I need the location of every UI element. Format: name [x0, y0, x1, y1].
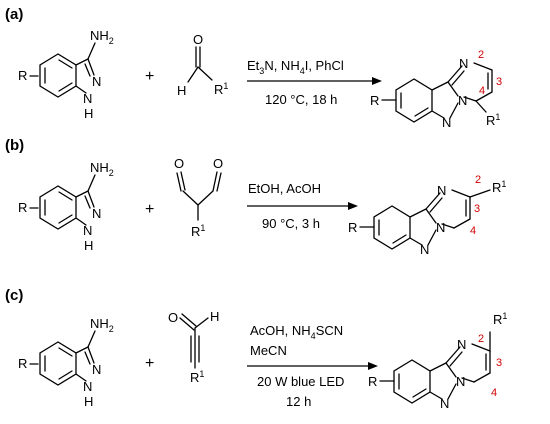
amino-group: NH2 [90, 160, 114, 178]
r-substituent: R [18, 200, 27, 215]
nh-nitrogen: N [83, 91, 92, 106]
conditions-line2: 90 °C, 3 h [262, 216, 320, 231]
panel-a: (a) NH2 R N N H + O H [5, 6, 502, 130]
panel-c: (c) NH2 R N N H + O [5, 287, 507, 411]
product-n-bridge: N [436, 220, 445, 235]
panel-label-c: (c) [5, 287, 23, 304]
conditions-line2: 120 °C, 18 h [265, 92, 337, 107]
arrow-head [348, 202, 358, 210]
position-3-label: 3 [496, 76, 502, 88]
product-r1: R1 [492, 179, 506, 195]
conditions-line3: 20 W blue LED [257, 374, 344, 389]
aldehyde-oxygen-1: O [174, 156, 184, 171]
conditions-c: AcOH, NH4SCN MeCN 20 W blue LED 12 h [247, 323, 378, 409]
aldehyde-hydrogen: H [177, 83, 186, 98]
product-a: N N N R R1 2 3 4 [370, 49, 502, 130]
position-3-label: 3 [496, 357, 502, 369]
position-4-label: 4 [470, 225, 476, 237]
ring-nitrogen: N [92, 206, 101, 221]
conditions-line2: MeCN [250, 343, 287, 358]
r1-substituent: R1 [190, 369, 204, 385]
product-n2: N [440, 396, 449, 411]
product-n-bridge: N [458, 93, 467, 108]
position-4-label: 4 [479, 85, 485, 97]
r1-substituent: R1 [191, 223, 205, 239]
product-r: R [370, 93, 379, 108]
carbonyl-oxygen: O [193, 32, 203, 47]
aldehyde-oxygen-2: O [213, 156, 223, 171]
reactant-aminoindazole-a: NH2 R N N H [18, 28, 114, 121]
product-r: R [348, 220, 357, 235]
aldehyde-hydrogen: H [210, 309, 219, 324]
nh-nitrogen: N [83, 223, 92, 238]
reactant-aminoindazole-c: NH2 R N N H [18, 316, 114, 409]
conditions-line1: Et3N, NH4I, PhCl [247, 58, 344, 76]
reactant-malonaldehyde: O O R1 [174, 156, 223, 239]
r-substituent: R [18, 356, 27, 371]
conditions-b: EtOH, AcOH 90 °C, 3 h [247, 181, 358, 231]
product-r1: R1 [493, 311, 507, 327]
arrow-head [372, 77, 382, 85]
reactant-ynal: O H R1 [168, 309, 219, 385]
conditions-line4: 12 h [286, 394, 311, 409]
product-n2: N [442, 115, 451, 130]
nh-hydrogen: H [84, 238, 93, 253]
plus-sign: + [145, 201, 154, 218]
position-2-label: 2 [475, 174, 481, 186]
panel-b: (b) NH2 R N N H + [5, 137, 506, 257]
product-r: R [368, 374, 377, 389]
product-c: N N N R R1 2 3 4 [368, 311, 507, 411]
nh-nitrogen: N [83, 379, 92, 394]
product-n1: N [457, 337, 466, 352]
amino-group: NH2 [90, 316, 114, 334]
plus-sign: + [145, 355, 154, 372]
reactant-aldehyde-a: O H R1 [177, 32, 228, 98]
r1-substituent: R1 [214, 81, 228, 97]
reactant-aminoindazole-b: NH2 R N N H [18, 160, 114, 253]
ring-nitrogen: N [92, 74, 101, 89]
product-n-bridge: N [456, 374, 465, 389]
product-n1: N [437, 183, 446, 198]
conditions-a: Et3N, NH4I, PhCl 120 °C, 18 h [247, 58, 382, 107]
amino-group: NH2 [90, 28, 114, 46]
position-4-label: 4 [491, 387, 497, 399]
product-b: N N N R R1 2 3 4 [348, 174, 506, 257]
position-3-label: 3 [474, 203, 480, 215]
r-substituent: R [18, 68, 27, 83]
arrow-head [368, 362, 378, 370]
position-2-label: 2 [478, 333, 484, 345]
panel-label-b: (b) [5, 137, 24, 154]
position-2-label: 2 [478, 49, 484, 61]
conditions-line1: EtOH, AcOH [248, 181, 321, 196]
product-n1: N [459, 56, 468, 71]
ring-nitrogen: N [92, 362, 101, 377]
product-r1: R1 [486, 112, 500, 128]
nh-hydrogen: H [84, 106, 93, 121]
panel-label-a: (a) [5, 6, 23, 23]
plus-sign: + [145, 68, 154, 85]
product-n2: N [420, 242, 429, 257]
conditions-line1: AcOH, NH4SCN [250, 323, 343, 341]
nh-hydrogen: H [84, 394, 93, 409]
carbonyl-oxygen: O [168, 310, 178, 325]
